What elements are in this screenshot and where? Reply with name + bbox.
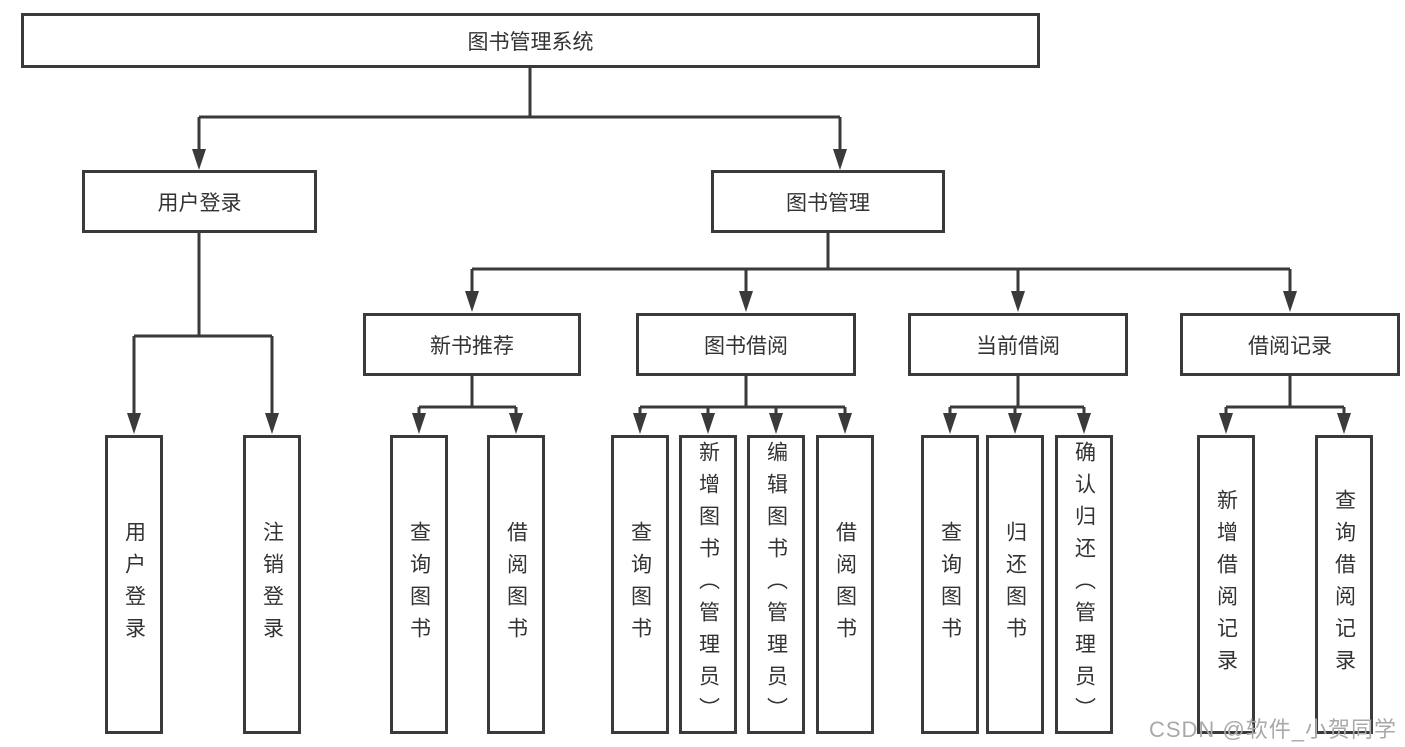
leaf-borrow-books: 借阅图书 [816, 435, 874, 734]
leaf-logout: 注销登录 [243, 435, 301, 734]
leaf-return-books: 归还图书 [986, 435, 1044, 734]
connector-current-borrowing [943, 376, 1091, 434]
node-current-borrowing: 当前借阅 [908, 313, 1128, 376]
connector-book-borrowing [633, 376, 852, 434]
connector-book-management [465, 233, 1297, 312]
node-library-management-system: 图书管理系统 [21, 13, 1040, 68]
leaf-confirm-return-admin: 确认归还（管理员） [1055, 435, 1113, 734]
leaf-borrow-books-recommend: 借阅图书 [487, 435, 545, 734]
node-book-management: 图书管理 [711, 170, 945, 233]
node-new-book-recommendation: 新书推荐 [363, 313, 581, 376]
connector-borrowing-records [1219, 376, 1351, 434]
connector-root [192, 68, 847, 170]
leaf-query-books-borrow: 查询图书 [611, 435, 669, 734]
node-book-borrowing: 图书借阅 [636, 313, 856, 376]
leaf-query-borrow-record: 查询借阅记录 [1315, 435, 1373, 734]
leaf-user-login: 用户登录 [105, 435, 163, 734]
connector-new-book-recommendation [412, 376, 523, 434]
leaf-query-books-current: 查询图书 [921, 435, 979, 734]
watermark: CSDN @软件_小贺同学 [1148, 717, 1397, 742]
node-user-login: 用户登录 [82, 170, 317, 233]
leaf-query-books-recommend: 查询图书 [390, 435, 448, 734]
leaf-add-borrow-record: 新增借阅记录 [1197, 435, 1255, 734]
node-borrowing-records: 借阅记录 [1180, 313, 1400, 376]
leaf-edit-books-admin: 编辑图书（管理员） [747, 435, 805, 734]
connector-user-login [127, 233, 279, 434]
leaf-add-books-admin: 新增图书（管理员） [679, 435, 737, 734]
